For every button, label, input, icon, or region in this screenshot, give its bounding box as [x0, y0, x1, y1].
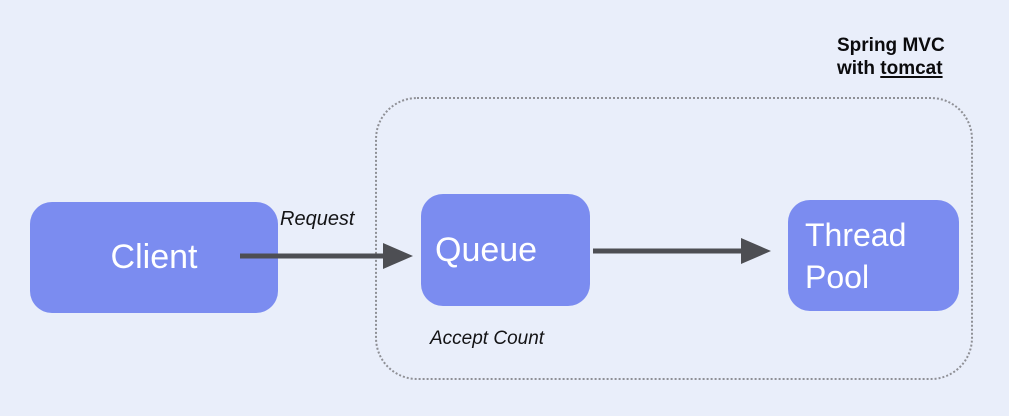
- thread-pool-node: Thread Pool: [788, 200, 959, 311]
- request-edge-label: Request: [280, 208, 355, 230]
- accept-count-label: Accept Count: [430, 328, 545, 349]
- group-title: Spring MVC with tomcat: [837, 34, 945, 80]
- queue-node-label: Queue: [435, 230, 538, 269]
- group-title-line2-prefix: with: [837, 58, 881, 79]
- group-title-tomcat-underlined: tomcat: [880, 58, 943, 79]
- client-node-label: Client: [110, 238, 198, 276]
- group-title-line2: with tomcat: [837, 57, 945, 80]
- client-node: Client: [30, 202, 278, 313]
- spring-mvc-group-border: [375, 97, 973, 380]
- queue-node: Queue: [421, 194, 590, 306]
- thread-pool-node-label: Thread Pool: [805, 216, 907, 295]
- group-title-line1: Spring MVC: [837, 35, 945, 56]
